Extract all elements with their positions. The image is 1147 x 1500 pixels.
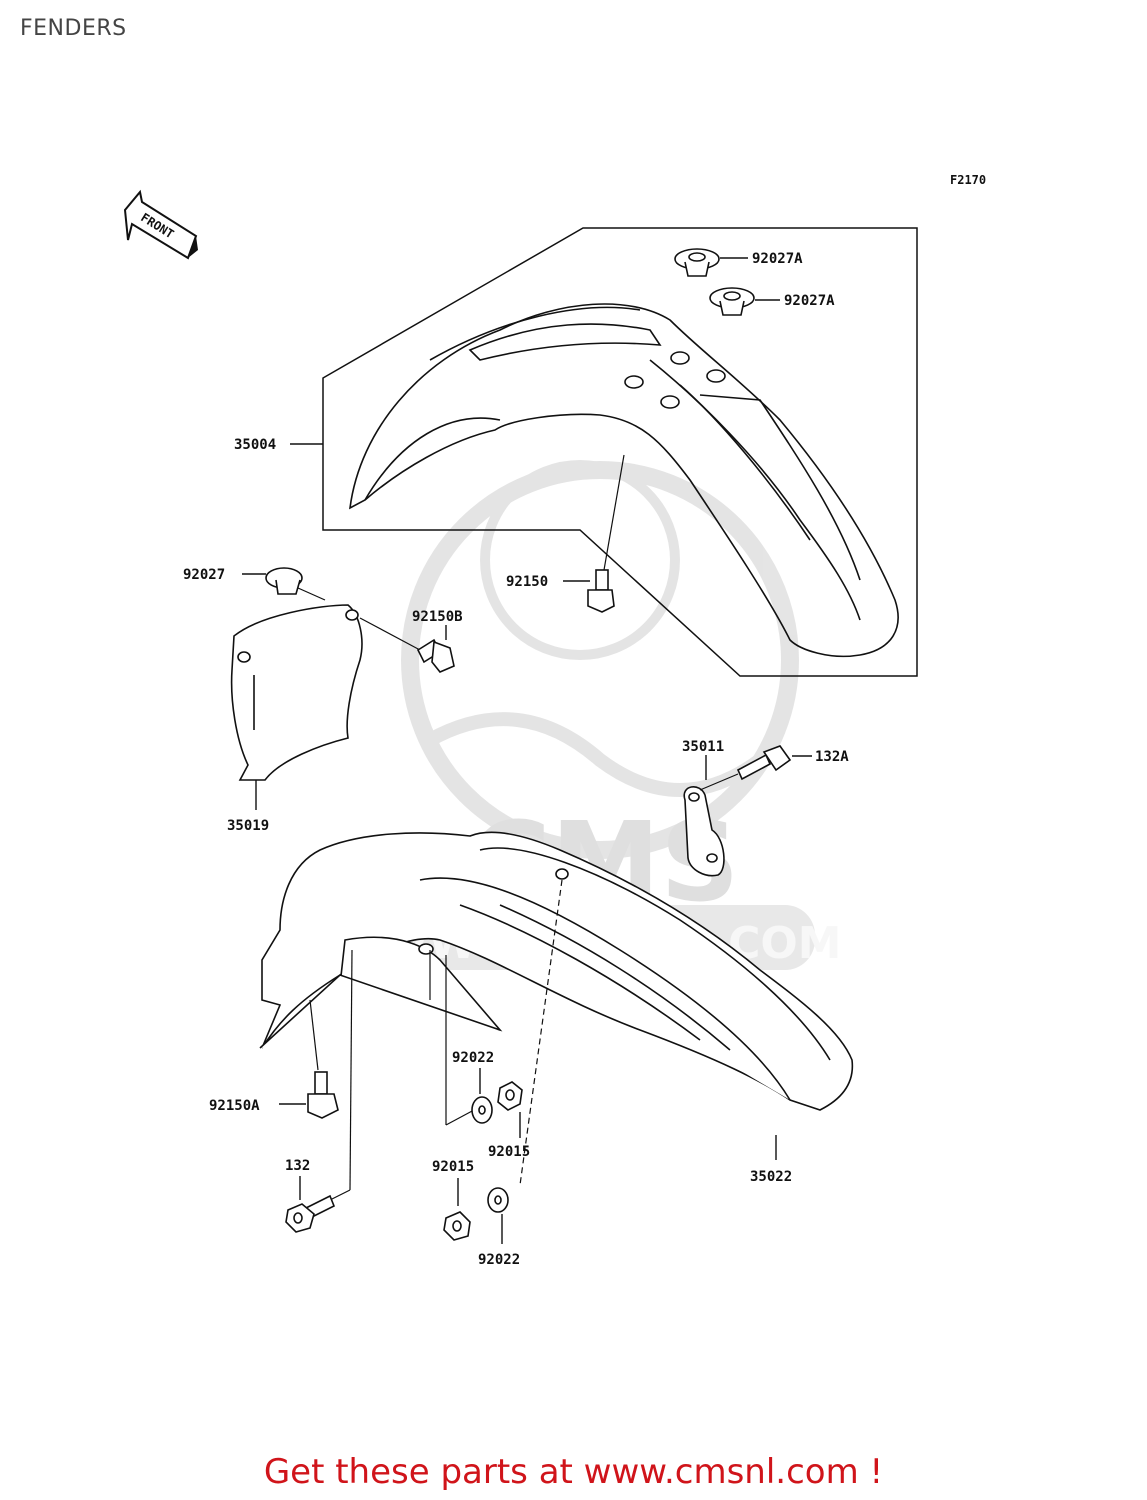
label-92027: 92027 — [183, 567, 225, 583]
label-35004: 35004 — [234, 437, 276, 453]
kit-box-35004 — [322, 227, 918, 677]
footer-link[interactable]: Get these parts at www.cmsnl.com ! — [263, 1452, 884, 1492]
fenders-diagram: CMS WWW.CMSNL.COM F2170 FRONT — [123, 173, 986, 1268]
rear-fender-35022 — [259, 831, 854, 1111]
label-92015-1: 92015 — [488, 1144, 530, 1160]
label-35011: 35011 — [682, 739, 724, 755]
label-92150B: 92150B — [412, 609, 463, 625]
label-92150A: 92150A — [209, 1098, 260, 1114]
bolt-132 — [285, 1194, 336, 1233]
label-92022-2: 92022 — [478, 1252, 520, 1268]
washer-92022-1 — [471, 1096, 493, 1124]
label-92015-2: 92015 — [432, 1159, 474, 1175]
label-92027A-1: 92027A — [752, 251, 803, 267]
nut-92015-2 — [443, 1211, 471, 1241]
bracket-35011 — [683, 786, 725, 877]
footer-banner: Get these parts at www.cmsnl.com ! — [0, 1452, 1147, 1492]
guard-35019 — [230, 604, 363, 781]
figure-ref: F2170 — [950, 173, 986, 187]
page-title: FENDERS — [20, 16, 127, 41]
label-132: 132 — [285, 1158, 310, 1174]
label-92022-1: 92022 — [452, 1050, 494, 1066]
grommet-92027A-2 — [709, 287, 755, 316]
grommet-92027A-1 — [674, 248, 720, 277]
bolt-92150 — [587, 454, 625, 613]
bolt-92150B — [359, 617, 455, 673]
label-92027A-2: 92027A — [784, 293, 835, 309]
label-92150: 92150 — [506, 574, 548, 590]
label-35022: 35022 — [750, 1169, 792, 1185]
label-132A: 132A — [815, 749, 849, 765]
front-arrow-icon: FRONT — [123, 189, 198, 260]
grommet-92027 — [265, 567, 303, 595]
front-fender-35004 — [349, 303, 899, 658]
bolt-132A — [699, 745, 792, 791]
washer-92022-2 — [487, 1187, 509, 1213]
nut-92015-1 — [497, 1081, 523, 1111]
bolt-92150A — [307, 1071, 339, 1119]
label-35019: 35019 — [227, 818, 269, 834]
